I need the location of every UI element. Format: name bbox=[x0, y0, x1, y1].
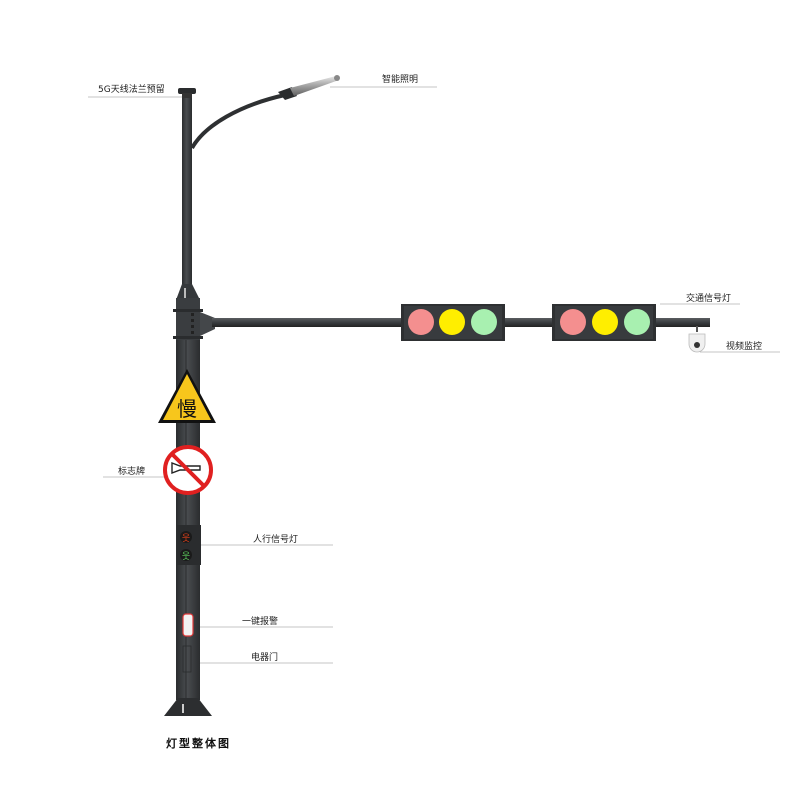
pedestrian-signal: 웃 웃 bbox=[177, 525, 201, 565]
traffic-signal-2 bbox=[552, 304, 656, 341]
label-electrical-door: 电器门 bbox=[251, 653, 279, 663]
pole-base bbox=[164, 698, 212, 716]
label-antenna-flange: 5G天线法兰预留 bbox=[98, 85, 165, 95]
traffic-signal-1 bbox=[401, 304, 505, 341]
electrical-door bbox=[182, 645, 192, 673]
smart-light-head bbox=[278, 75, 340, 100]
label-traffic-light: 交通信号灯 bbox=[686, 294, 732, 304]
label-pedestrian-light: 人行信号灯 bbox=[253, 535, 299, 545]
light-arm bbox=[190, 93, 286, 150]
label-video-surveillance: 视频监控 bbox=[726, 342, 763, 352]
diagram-title: 灯型整体图 bbox=[166, 737, 231, 750]
pole-coupler bbox=[173, 284, 215, 340]
svg-text:慢: 慢 bbox=[177, 397, 197, 421]
slow-warning-sign: 慢 bbox=[158, 369, 216, 423]
one-key-alarm-box bbox=[182, 613, 194, 637]
upper-pole bbox=[178, 88, 196, 286]
svg-text:웃: 웃 bbox=[182, 533, 190, 544]
leader-lines bbox=[88, 86, 780, 664]
label-one-key-alarm: 一键报警 bbox=[242, 617, 279, 627]
label-smart-lighting: 智能照明 bbox=[382, 75, 419, 85]
svg-text:웃: 웃 bbox=[182, 551, 190, 562]
antenna-flange bbox=[178, 88, 196, 94]
label-sign-board: 标志牌 bbox=[118, 467, 146, 477]
camera-dome bbox=[688, 326, 706, 353]
no-horn-sign bbox=[163, 445, 213, 495]
